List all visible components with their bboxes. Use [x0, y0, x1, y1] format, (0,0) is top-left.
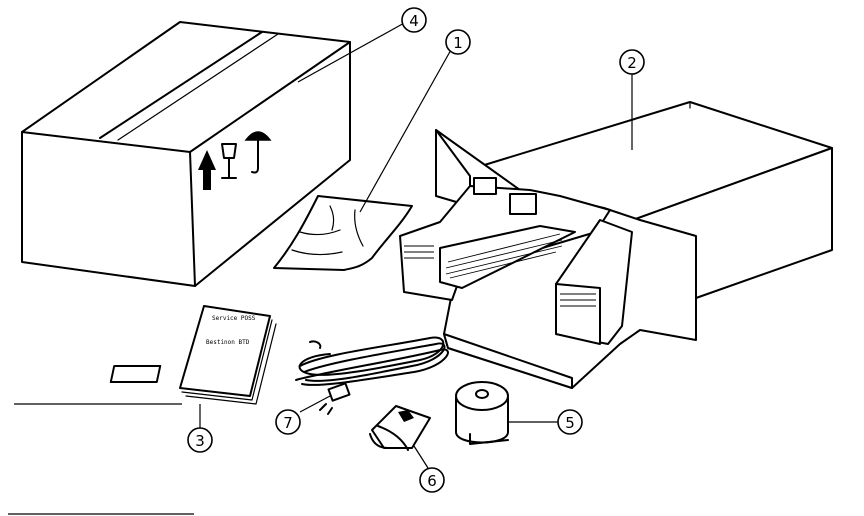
manual-booklet: Service POSS Bestinon BTD	[109, 305, 277, 405]
callout-2-label: 2	[627, 54, 637, 72]
callout-4: 4	[401, 7, 427, 33]
carton-box	[21, 21, 351, 287]
callout-7-label: 7	[283, 414, 293, 432]
callout-2: 2	[619, 49, 645, 75]
plastic-bag	[273, 195, 413, 271]
foam-insert	[399, 129, 697, 389]
power-cord	[295, 336, 449, 415]
ink-ribbon	[369, 405, 431, 451]
callout-3: 3	[187, 427, 213, 453]
callout-6-label: 6	[427, 472, 437, 490]
callout-1: 1	[445, 29, 471, 55]
callout-7: 7	[275, 409, 301, 435]
leader-lines	[8, 21, 633, 515]
manual-title: Service POSS	[212, 315, 256, 322]
callout-5: 5	[557, 409, 583, 435]
handling-symbols-icon	[198, 131, 272, 190]
callout-5-label: 5	[565, 414, 575, 432]
callout-3-label: 3	[195, 432, 205, 450]
manual-subtitle: Bestinon BTD	[206, 339, 250, 346]
callout-1-label: 1	[453, 34, 463, 52]
callout-4-label: 4	[409, 12, 419, 30]
paper-roll	[455, 381, 509, 445]
callout-6: 6	[419, 467, 445, 493]
